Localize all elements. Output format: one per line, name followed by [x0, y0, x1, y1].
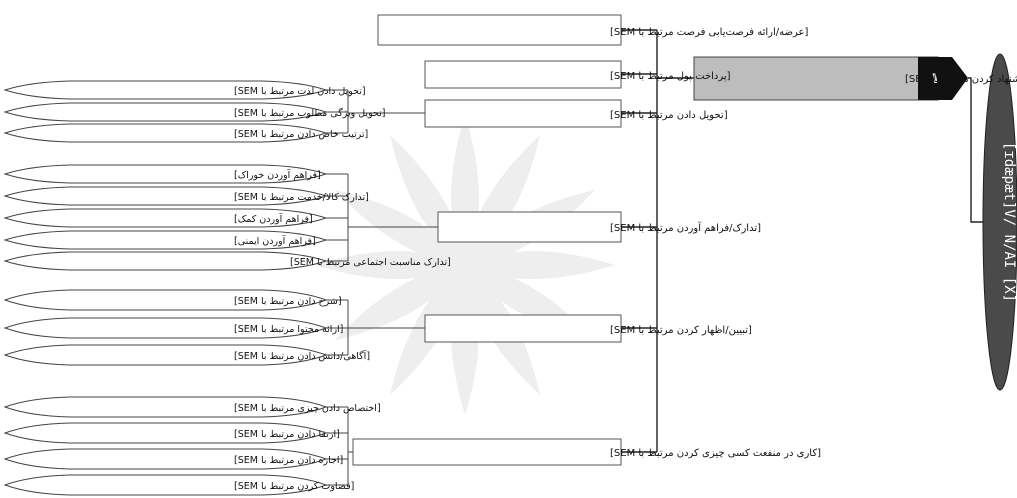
svg-text:[آگاهی/دانش دادن مرتبط با SEM]: [آگاهی/دانش دادن مرتبط با SEM] — [234, 349, 370, 362]
svg-text:[فراهم آوردن خوراک]: [فراهم آوردن خوراک] — [234, 168, 321, 181]
svg-text:[قضاوت کردن مرتبط با SEM]: [قضاوت کردن مرتبط با SEM] — [234, 481, 354, 492]
main-node-number: ۱ — [930, 69, 939, 87]
mid-node-label: [تدارک/فراهم آوردن مرتبط با SEM] — [610, 221, 761, 234]
leaf-node: [قضاوت کردن مرتبط با SEM] — [3, 474, 354, 496]
watermark-petal — [465, 251, 615, 279]
mid-node-1: [عرضه/ارائه فرصت‌یابی فرصت مرتبط با SEM] — [377, 14, 808, 46]
mid-node-3: [تحویل دادن مرتبط با SEM] — [424, 99, 728, 128]
mid-node-label: [تبیین/اظهار کردن مرتبط با SEM] — [610, 325, 752, 336]
svg-text:[اجازه دادن مرتبط با SEM]: [اجازه دادن مرتبط با SEM] — [234, 455, 343, 466]
svg-text:[ارائه محتوا مرتبط با SEM]: [ارائه محتوا مرتبط با SEM] — [234, 324, 343, 335]
leaf-node: [آگاهی/دانش دادن مرتبط با SEM] — [3, 344, 370, 366]
leaf-node: [تدارک مناسبت اجتماعی مرتبط با SEM] — [3, 251, 451, 271]
main-node-label: [عرضه/ارائه/پیشنهاد کردن مرتبط با SEM] — [905, 74, 1017, 85]
watermark-petal — [315, 251, 465, 279]
leaf-node: [تدارک کالا/خدمت مرتبط با SEM] — [3, 186, 369, 206]
leaf-group-benefit: [اختصاص دادن چیزی مرتبط با SEM] [ارتقا د… — [3, 396, 381, 496]
svg-text:[تحویل دادن لذت مرتبط با SEM]: [تحویل دادن لذت مرتبط با SEM] — [234, 86, 366, 97]
mid-node-label: [پرداخت پول مرتبط با SEM] — [610, 71, 731, 82]
svg-text:[شرح دادن مرتبط با SEM]: [شرح دادن مرتبط با SEM] — [234, 296, 342, 307]
mid-node-label: [عرضه/ارائه فرصت‌یابی فرصت مرتبط با SEM] — [610, 27, 808, 38]
leaf-group-explain: [شرح دادن مرتبط با SEM] [ارائه محتوا مرت… — [3, 289, 370, 366]
root-label: [ɪdæpæt]V/ N/AI [X] — [1001, 142, 1017, 302]
leaf-group-provision: [فراهم آوردن خوراک] [تدارک کالا/خدمت مرت… — [3, 164, 451, 271]
leaf-node: [فراهم آوردن کمک] — [3, 208, 328, 228]
svg-text:[اختصاص دادن چیزی مرتبط با SEM: [اختصاص دادن چیزی مرتبط با SEM] — [234, 403, 381, 414]
leaf-node: [ترتیب خاص دادن مرتبط با SEM] — [3, 123, 368, 143]
main-node: ۱ [عرضه/ارائه/پیشنهاد کردن مرتبط با SEM] — [693, 56, 1017, 101]
svg-text:[ارتقا دادن مرتبط با SEM]: [ارتقا دادن مرتبط با SEM] — [234, 429, 340, 440]
leaf-node: [اجازه دادن مرتبط با SEM] — [3, 448, 343, 470]
mid-node-6: [کاری در منفعت کسی چیزی کردن مرتبط با SE… — [352, 438, 821, 466]
svg-text:[تحویل ویژگی مطلوب مرتبط با SE: [تحویل ویژگی مطلوب مرتبط با SEM] — [234, 107, 385, 119]
mid-node-5: [تبیین/اظهار کردن مرتبط با SEM] — [424, 314, 752, 343]
leaf-node: [فراهم آوردن خوراک] — [3, 164, 328, 184]
leaf-node: [اختصاص دادن چیزی مرتبط با SEM] — [3, 396, 381, 418]
svg-text:[تدارک مناسبت اجتماعی مرتبط با: [تدارک مناسبت اجتماعی مرتبط با SEM] — [290, 257, 451, 268]
svg-text:[فراهم آوردن ایمنی]: [فراهم آوردن ایمنی] — [234, 234, 316, 247]
mid-node-4: [تدارک/فراهم آوردن مرتبط با SEM] — [437, 211, 761, 243]
connector-line — [968, 77, 983, 223]
mid-node-label: [تحویل دادن مرتبط با SEM] — [610, 110, 728, 121]
leaf-node: [شرح دادن مرتبط با SEM] — [3, 289, 342, 311]
svg-text:[تدارک کالا/خدمت مرتبط با SEM]: [تدارک کالا/خدمت مرتبط با SEM] — [234, 192, 369, 203]
leaf-node: [تحویل ویژگی مطلوب مرتبط با SEM] — [3, 102, 385, 122]
leaf-node: [تحویل دادن لذت مرتبط با SEM] — [3, 80, 366, 100]
leaf-node: [فراهم آوردن ایمنی] — [3, 230, 328, 250]
mid-node-label: [کاری در منفعت کسی چیزی کردن مرتبط با SE… — [610, 448, 821, 459]
root-node: [ɪdæpæt]V/ N/AI [X] — [982, 53, 1017, 391]
leaf-group-delivery: [تحویل دادن لذت مرتبط با SEM] [تحویل ویژ… — [3, 80, 385, 143]
connector-lines — [326, 29, 983, 486]
watermark-petal — [335, 265, 465, 340]
mid-node-2: [پرداخت پول مرتبط با SEM] — [424, 60, 731, 89]
svg-text:[فراهم آوردن کمک]: [فراهم آوردن کمک] — [234, 212, 313, 225]
svg-text:[ترتیب خاص دادن مرتبط با SEM]: [ترتیب خاص دادن مرتبط با SEM] — [234, 129, 368, 140]
leaf-node: [ارائه محتوا مرتبط با SEM] — [3, 317, 343, 339]
leaf-node: [ارتقا دادن مرتبط با SEM] — [3, 422, 340, 444]
